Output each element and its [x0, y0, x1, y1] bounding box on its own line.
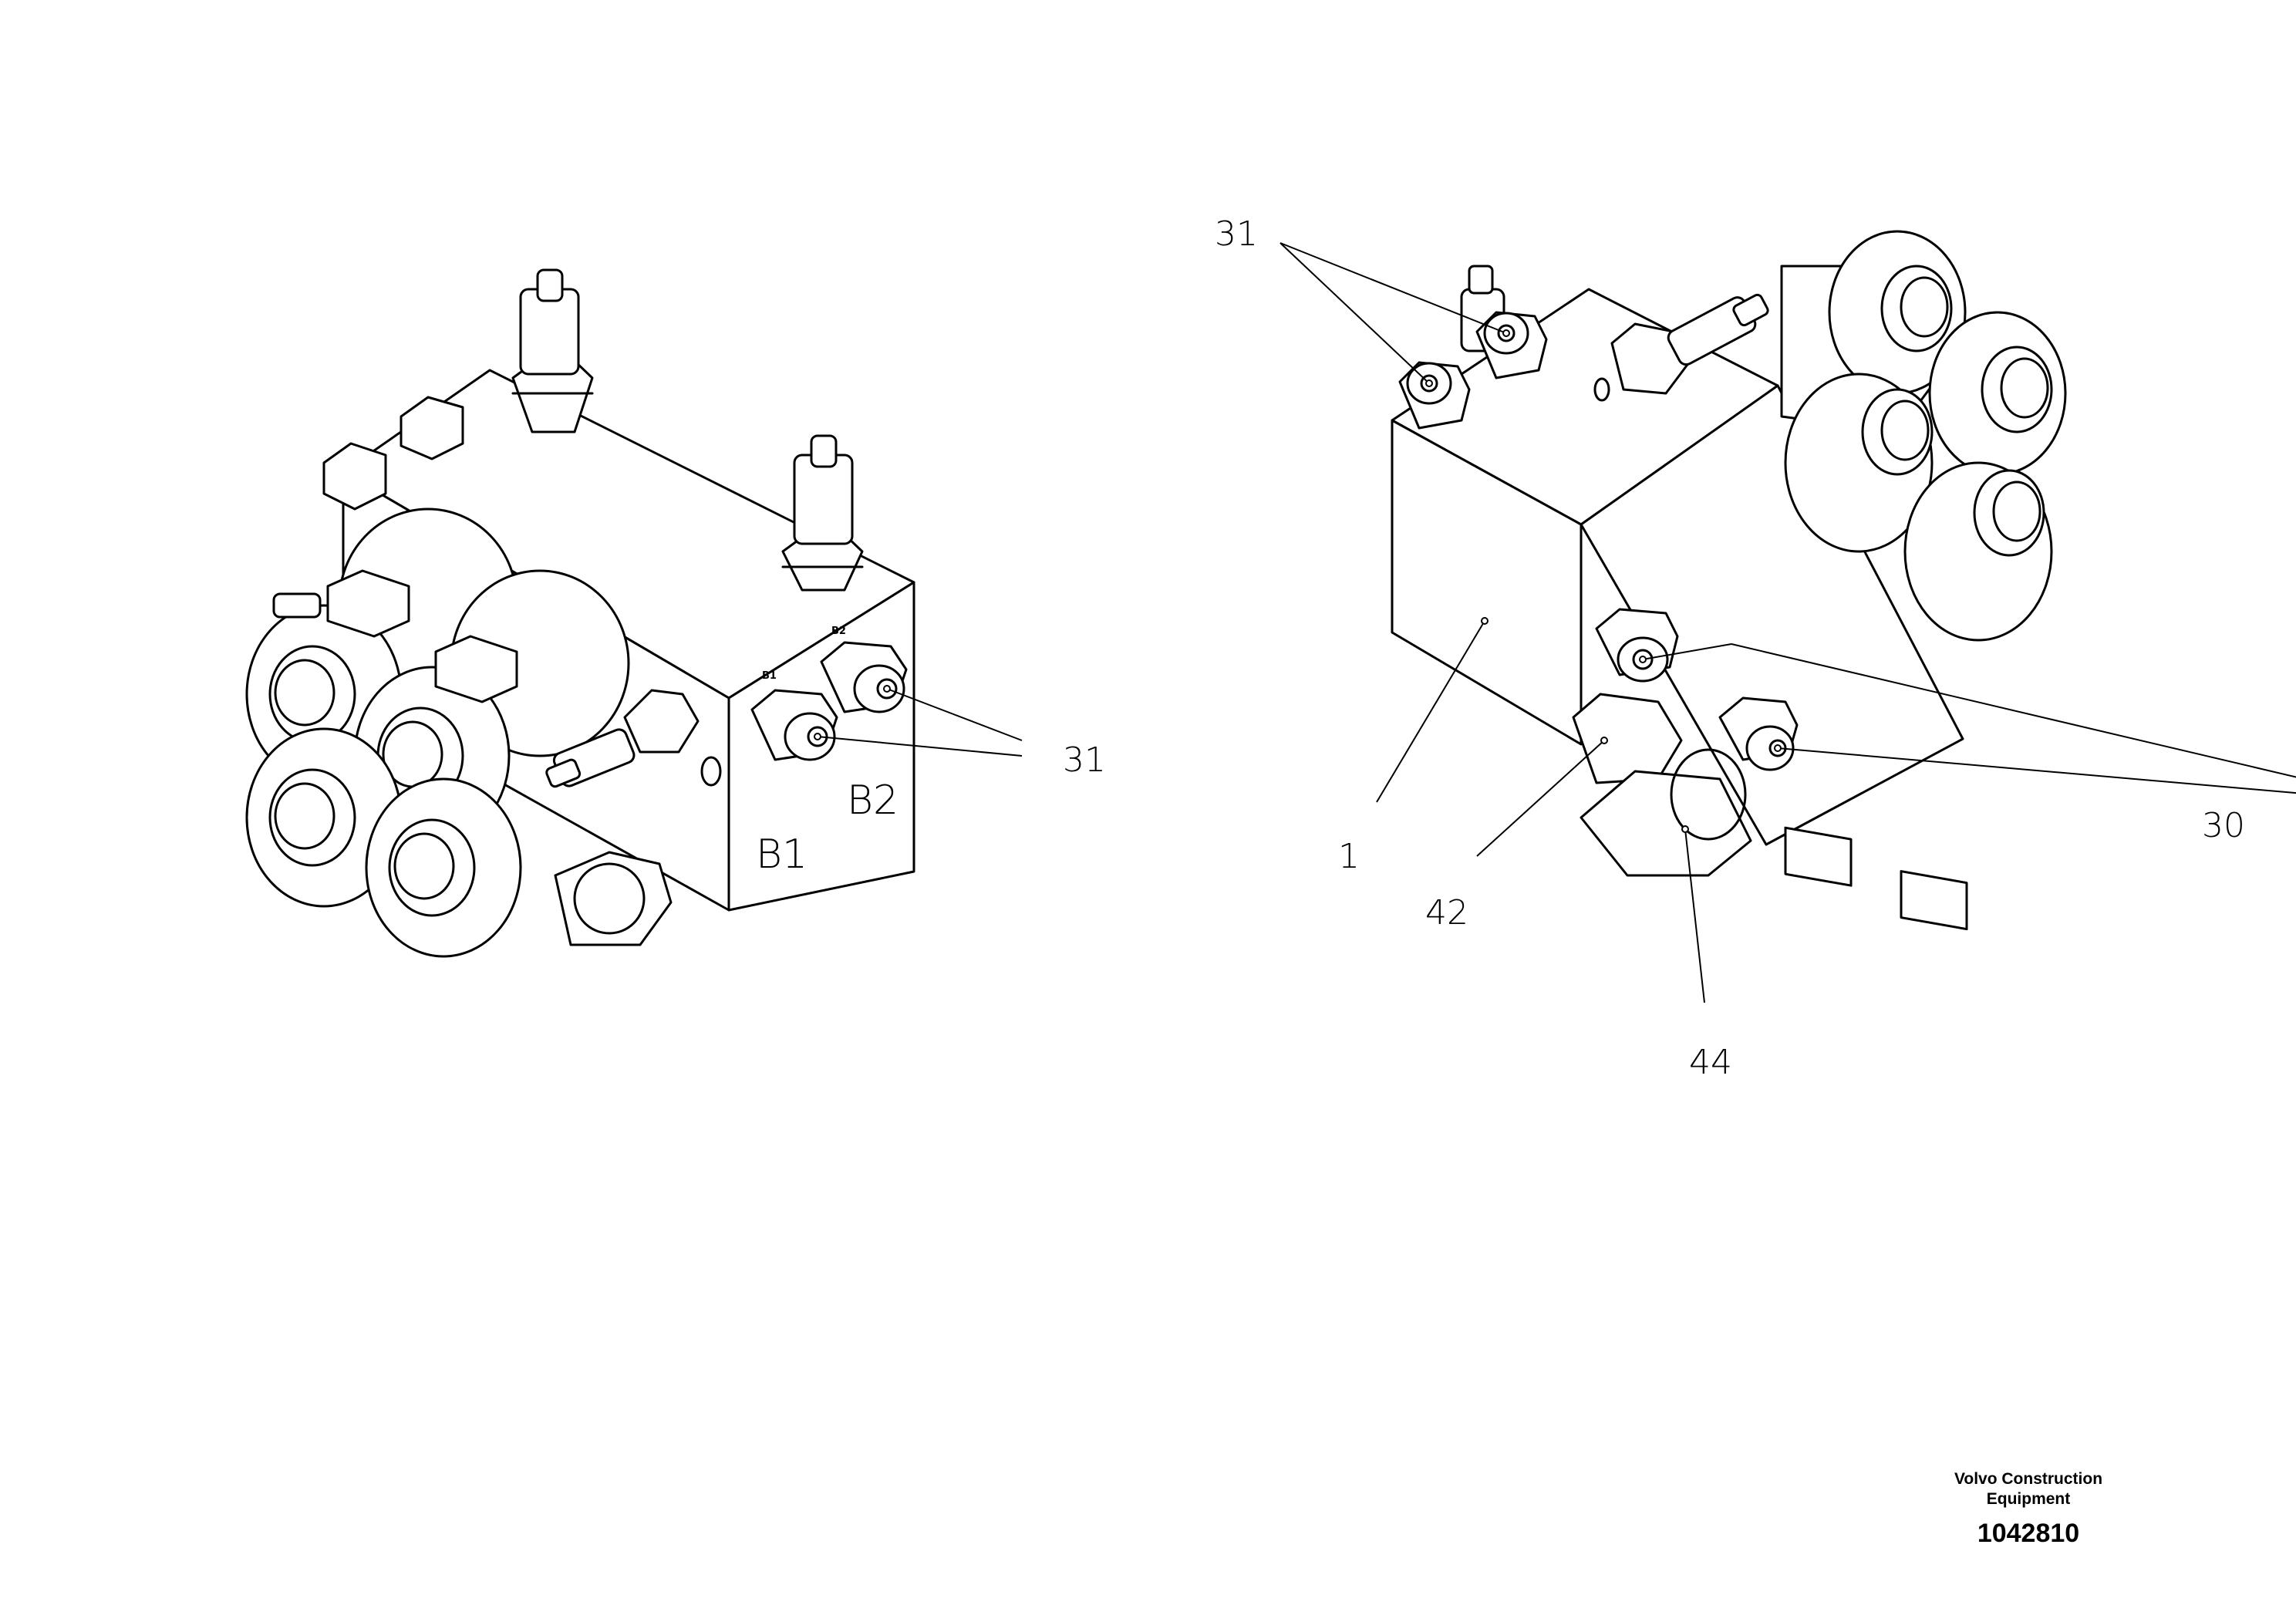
callout-31-left: 31 [1063, 740, 1106, 780]
hex-nut-rear-2 [400, 396, 464, 460]
port-label-b2: B2 [847, 777, 899, 824]
callout-31-right: 31 [1215, 214, 1258, 254]
leader-31-left-a [817, 736, 1023, 757]
port-fitting-b2 [820, 641, 908, 713]
relief-valve-left-top [511, 268, 594, 433]
callout-30: 30 [2202, 806, 2245, 845]
hex-nut-rear [322, 442, 387, 511]
solenoid-coils-right [1780, 230, 2067, 931]
port-mark-b2: B2 [831, 626, 846, 637]
right-valve-assembly: 31 1 42 44 30 [1215, 214, 2296, 1082]
port-label-b1: B1 [756, 831, 807, 878]
bottom-fitting-left [554, 851, 673, 946]
port-mark-b1: B1 [762, 670, 777, 682]
block-left-face-right [1391, 419, 1583, 746]
leader-30-b [1731, 643, 2296, 778]
leader-31-right-a [1279, 242, 1430, 384]
leader-31-right-b [1279, 242, 1507, 334]
relief-valve-right-top [781, 434, 864, 592]
mounting-hole-left [700, 756, 722, 787]
leader-42 [1476, 740, 1605, 857]
mounting-hole-right [1593, 377, 1610, 402]
leader-31-left-b [886, 688, 1023, 741]
solenoid-coils-left [245, 508, 630, 958]
callout-1: 1 [1338, 837, 1360, 876]
drawing-number: 1042810 [1977, 1519, 2080, 1548]
title-block: Volvo Construction Equipment 1042810 [1905, 1469, 2152, 1549]
port-fitting-b1 [750, 689, 838, 761]
company-name-line2: Equipment [1986, 1490, 2071, 1508]
leader-1 [1376, 620, 1485, 803]
fitting-group-bottom [1572, 608, 1799, 877]
left-valve-assembly: B1 B2 B1 B2 31 [245, 268, 1106, 958]
callout-44: 44 [1689, 1043, 1732, 1082]
leader-30-a [1642, 643, 1732, 660]
callout-42: 42 [1425, 893, 1468, 932]
block-bottom-face-right [1580, 384, 1964, 846]
company-name-line1: Volvo Construction [1954, 1470, 2103, 1488]
leader-44 [1684, 828, 1705, 1003]
leader-30-c [1777, 747, 2296, 794]
side-pilot-valve [272, 592, 700, 788]
